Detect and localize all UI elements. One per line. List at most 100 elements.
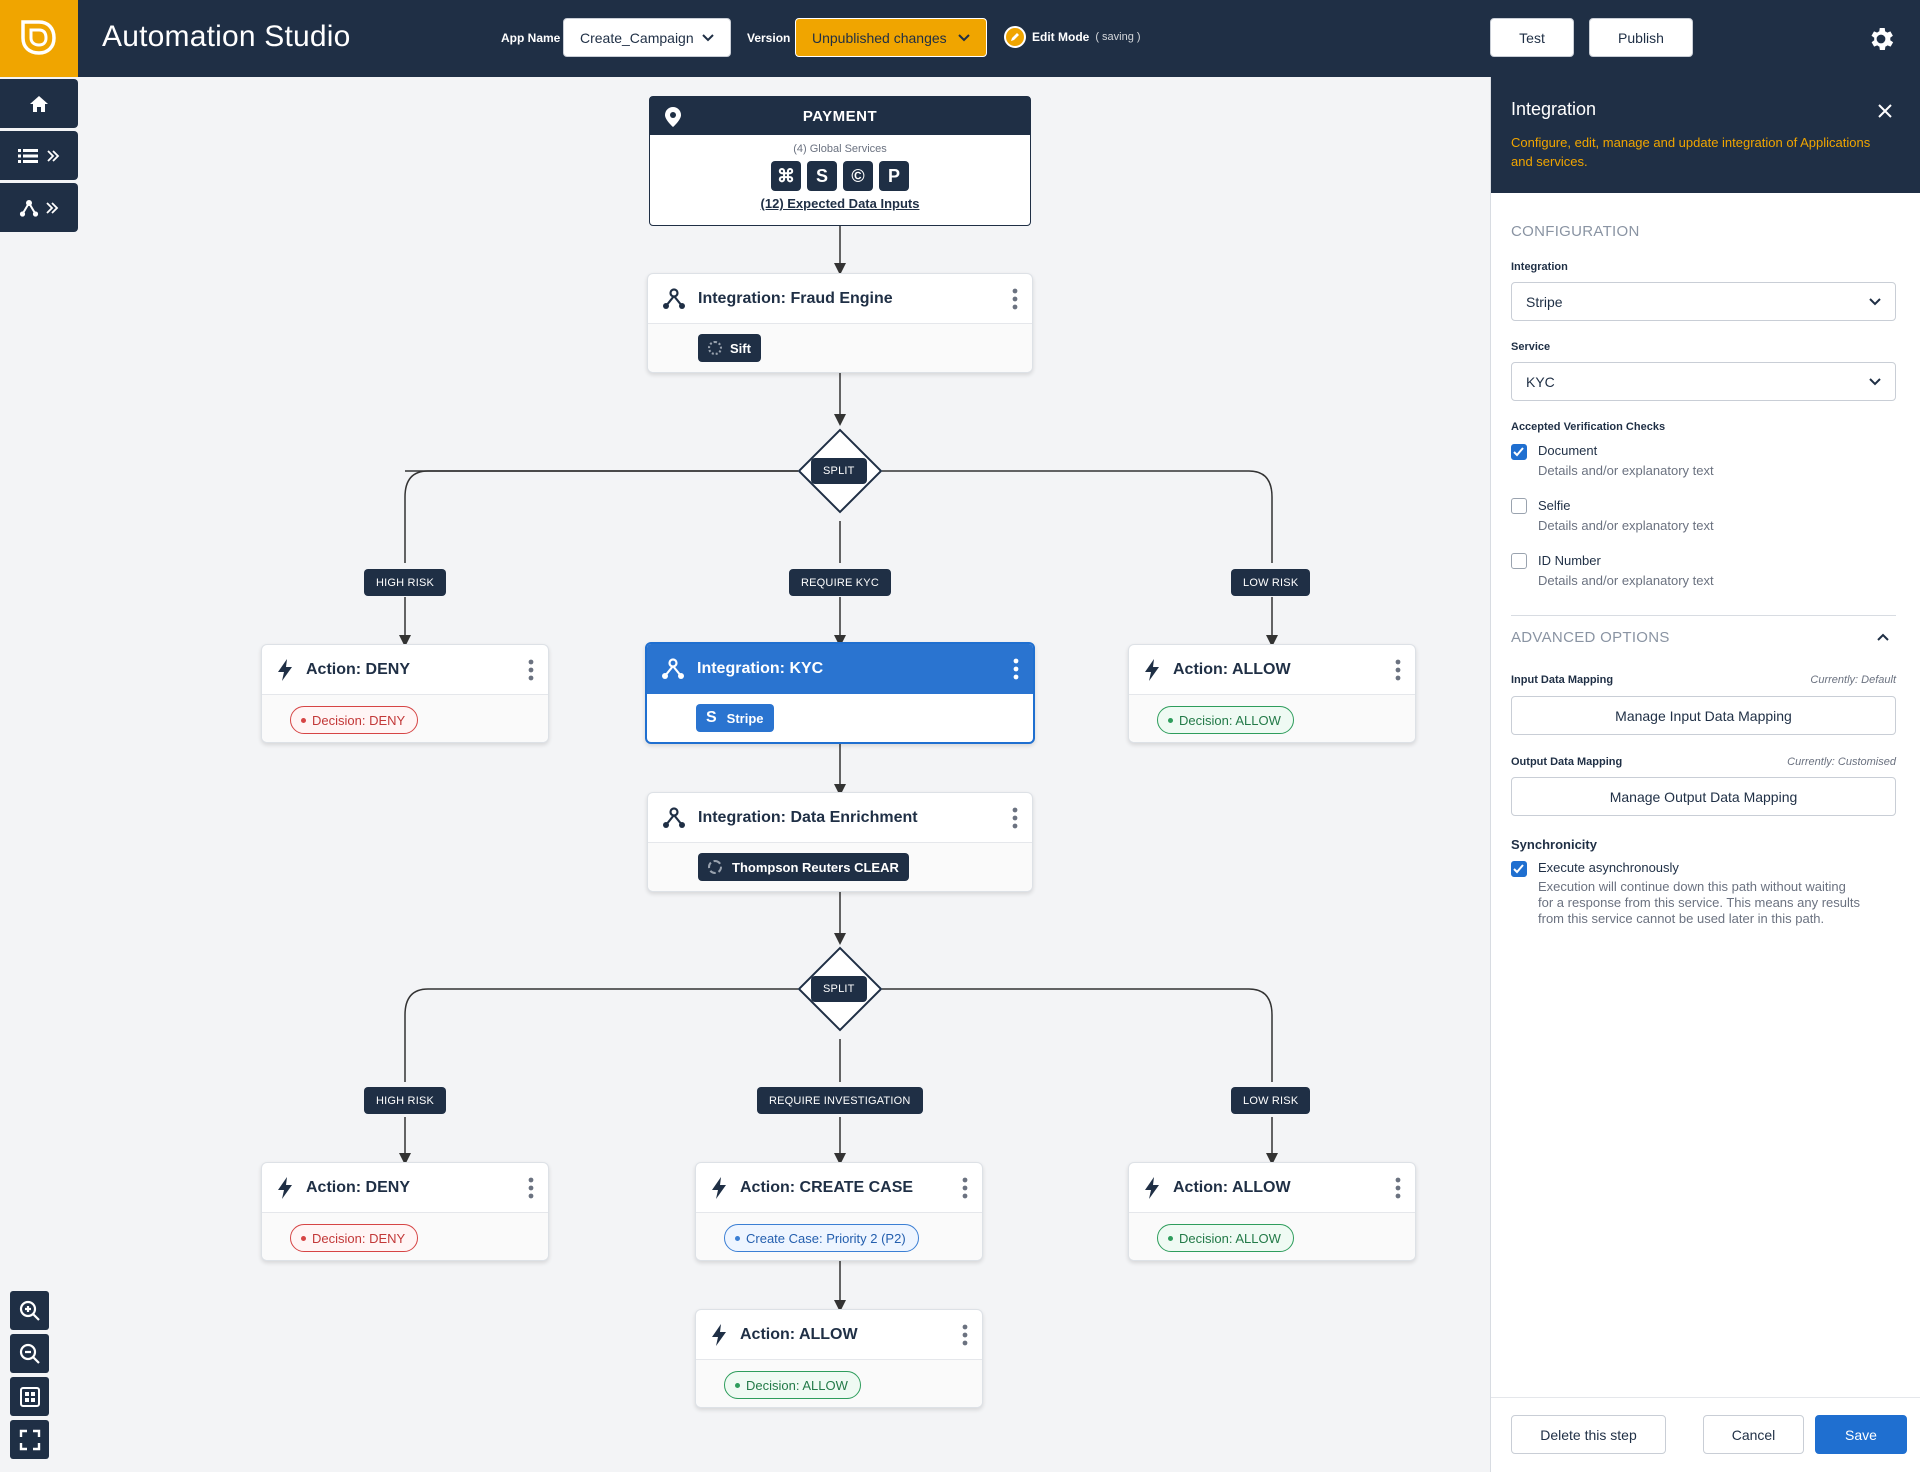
edit-mode-indicator[interactable]: Edit Mode ( saving ) [1004,26,1141,48]
document-checkbox[interactable] [1511,444,1527,460]
branch-label: REQUIRE INVESTIGATION [757,1087,923,1114]
home-icon [30,95,48,112]
test-button[interactable]: Test [1490,18,1574,57]
lightning-icon [1145,1176,1159,1199]
publish-button[interactable]: Publish [1589,18,1693,57]
action-allow-card[interactable]: Action: ALLOW Decision: ALLOW [1128,644,1416,743]
decision-pill: Decision: ALLOW [1157,1224,1294,1252]
version-select[interactable]: Unpublished changes [795,18,987,57]
more-options-icon[interactable] [962,1177,968,1199]
pill-label: Decision: ALLOW [1179,1230,1281,1246]
version-value: Unpublished changes [812,29,947,46]
save-button[interactable]: Save [1815,1415,1907,1454]
logo-icon [21,20,56,55]
double-chevron-right-icon [46,201,59,214]
chevron-down-icon [958,33,970,41]
more-options-icon[interactable] [1012,807,1018,829]
action-deny-card[interactable]: Action: DENY Decision: DENY [261,644,549,743]
card-title: Action: ALLOW [740,1325,858,1343]
sync-description: from this service cannot be used later i… [1538,911,1825,926]
gear-icon[interactable] [1866,24,1896,54]
app-title: Automation Studio [102,20,351,53]
list-icon [18,148,38,163]
fraud-engine-card[interactable]: Integration: Fraud Engine Sift [647,273,1033,373]
fullscreen-button[interactable] [10,1420,49,1459]
more-options-icon[interactable] [528,659,534,681]
manage-input-mapping-button[interactable]: Manage Input Data Mapping [1511,696,1896,735]
service-icon: S [807,161,837,191]
grid-view-icon [19,1386,40,1407]
flow-canvas[interactable]: PAYMENT (4) Global Services ⌘ S © P (12)… [78,77,1490,1472]
chip-label: Thompson Reuters CLEAR [732,859,899,875]
cancel-button[interactable]: Cancel [1703,1415,1804,1454]
service-value: KYC [1526,373,1555,390]
lightning-icon [278,658,292,681]
decision-pill: Decision: ALLOW [1157,706,1294,734]
output-mapping-label: Output Data Mapping [1511,756,1623,768]
manage-output-mapping-button[interactable]: Manage Output Data Mapping [1511,777,1896,816]
integration-icon [662,658,684,679]
card-title: Action: CREATE CASE [740,1178,914,1196]
action-deny-card[interactable]: Action: DENY Decision: DENY [261,1162,549,1261]
zoom-out-button[interactable] [10,1334,49,1373]
pill-label: Create Case: Priority 2 (P2) [746,1230,906,1246]
advanced-options-heading: ADVANCED OPTIONS [1511,629,1670,646]
payment-trigger-card[interactable]: PAYMENT (4) Global Services ⌘ S © P (12)… [649,96,1031,226]
app-name-value: Create_Campaign [580,29,694,46]
app-name-select[interactable]: Create_Campaign [563,18,731,57]
integration-select[interactable]: Stripe [1511,282,1896,321]
pill-label: Decision: ALLOW [1179,712,1281,728]
lightning-icon [1145,658,1159,681]
action-allow-card[interactable]: Action: ALLOW Decision: ALLOW [1128,1162,1416,1261]
more-options-icon[interactable] [1395,659,1401,681]
more-options-icon[interactable] [962,1324,968,1346]
branch-label: HIGH RISK [364,1087,447,1114]
lightning-icon [712,1176,726,1199]
action-create-case-card[interactable]: Action: CREATE CASE Create Case: Priorit… [695,1162,983,1261]
more-options-icon[interactable] [1012,288,1018,310]
card-title: Integration: KYC [697,660,824,677]
card-title: Integration: Fraud Engine [698,289,893,307]
pencil-icon [1004,26,1026,48]
fullscreen-icon [19,1429,40,1450]
chip-label: Sift [730,340,751,356]
data-enrichment-card[interactable]: Integration: Data Enrichment Thompson Re… [647,792,1033,892]
selfie-checkbox[interactable] [1511,498,1527,514]
zoom-in-icon [19,1300,40,1321]
fit-view-button[interactable] [10,1377,49,1416]
logo[interactable] [0,0,78,77]
sync-option-title: Execute asynchronously [1538,860,1679,875]
home-nav-button[interactable] [0,79,78,128]
panel-title: Integration [1511,99,1597,119]
divider [1511,615,1896,616]
zoom-in-button[interactable] [10,1291,49,1330]
branch-label: REQUIRE KYC [789,569,891,596]
integration-icon [663,287,685,309]
card-title: Integration: Data Enrichment [698,808,918,826]
split-label: SPLIT [811,976,867,1002]
app-name-label: App Name [501,31,561,45]
list-nav-button[interactable] [0,131,78,180]
execute-async-checkbox[interactable] [1511,861,1527,877]
delete-step-button[interactable]: Delete this step [1511,1415,1666,1454]
version-label: Version [747,31,791,45]
close-icon[interactable] [1875,101,1895,121]
branch-label: LOW RISK [1231,1087,1311,1114]
more-options-icon[interactable] [1395,1177,1401,1199]
kyc-integration-card[interactable]: Integration: KYC S Stripe [645,642,1035,744]
integration-panel: Integration Configure, edit, manage and … [1490,77,1920,1472]
more-options-icon[interactable] [528,1177,534,1199]
expected-data-inputs-link[interactable]: (12) Expected Data Inputs [760,196,920,211]
pill-label: Decision: DENY [312,712,406,728]
checkmark-icon [1513,864,1524,874]
case-pill: Create Case: Priority 2 (P2) [724,1224,919,1252]
flow-nav-button[interactable] [0,183,78,232]
panel-header: Integration Configure, edit, manage and … [1491,77,1920,193]
id-number-checkbox[interactable] [1511,553,1527,569]
panel-description: Configure, edit, manage and update integ… [1511,135,1871,169]
more-options-icon[interactable] [1013,658,1019,680]
action-allow-card[interactable]: Action: ALLOW Decision: ALLOW [695,1309,983,1408]
chevron-up-icon[interactable] [1877,633,1889,641]
service-select[interactable]: KYC [1511,362,1896,401]
check-description: Details and/or explanatory text [1538,463,1714,478]
